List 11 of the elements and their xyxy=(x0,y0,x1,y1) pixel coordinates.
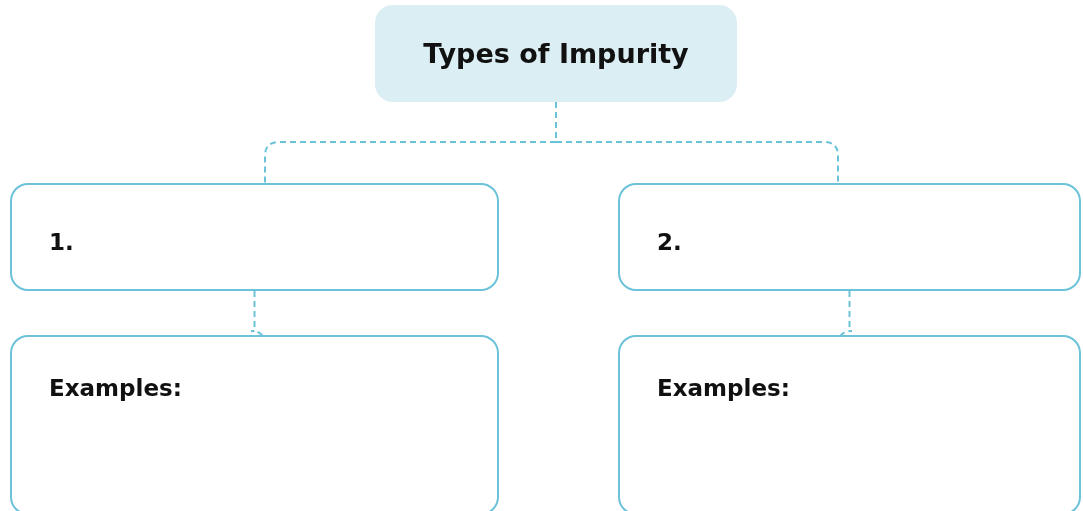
answer-box xyxy=(10,183,499,291)
box-label: Examples: xyxy=(657,375,790,401)
title-text: Types of Impurity xyxy=(423,38,689,69)
answer-box xyxy=(618,335,1081,511)
box-label: 1. xyxy=(49,229,74,255)
title-box xyxy=(375,5,737,102)
box-label: Examples: xyxy=(49,375,182,401)
answer-box xyxy=(10,335,499,511)
connector-line xyxy=(555,101,839,184)
box-label: 2. xyxy=(657,229,682,255)
answer-box xyxy=(618,183,1081,291)
